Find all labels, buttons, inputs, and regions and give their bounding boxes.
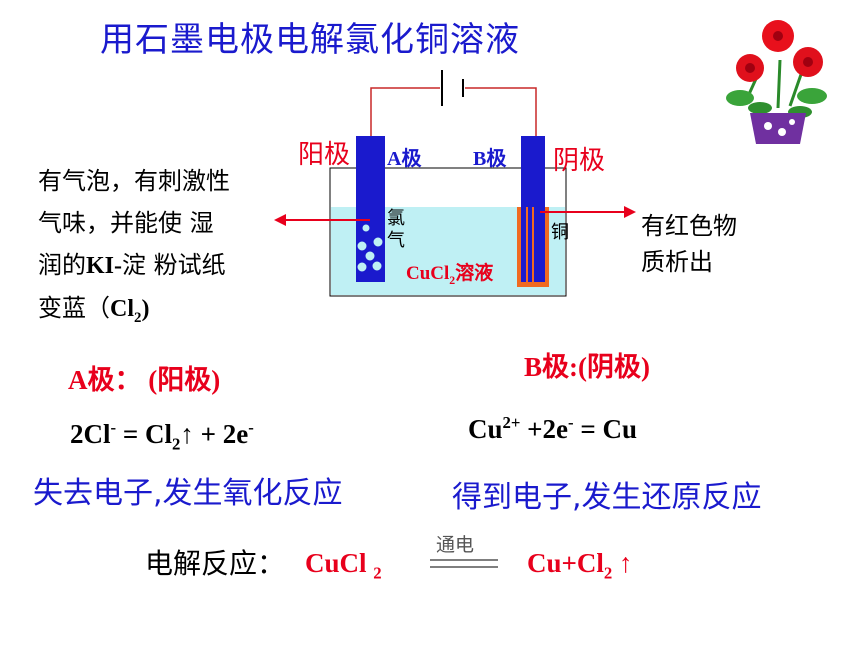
overall-reaction-label: 电解反应： [145, 547, 286, 580]
anode-observation: 有气泡，有刺激性 气味，并能使 湿 润的KI-淀 粉试纸 变蓝（Cl2) [38, 160, 283, 339]
anode-equation: 2Cl- = Cl2↑ + 2e- [70, 418, 254, 454]
electrode-a-label: A极 [387, 148, 422, 170]
flower-pot-icon [726, 20, 827, 144]
equals-sign [430, 559, 498, 568]
anode-description: 失去电子,发生氧化反应 [33, 476, 343, 511]
cathode-wire [465, 87, 537, 136]
cathode-observation-line2: 质析出 [641, 248, 713, 276]
electrode-b-label: B极 [473, 148, 507, 170]
anode-observation-line4: 变蓝（Cl2) [38, 294, 150, 326]
beaker [329, 167, 567, 297]
anode-observation-line1: 有气泡，有刺激性 [38, 167, 230, 195]
anode-wire [370, 87, 440, 136]
anode-label: 阳极 [298, 140, 351, 170]
cathode-heading: B极:(阴极) [524, 352, 650, 382]
overall-reactant: CuCl 2 [305, 548, 382, 583]
chlorine-bubbles [356, 223, 384, 273]
cathode-observation: 有红色物 质析出 [641, 208, 771, 280]
anode-heading: A极： (阳极) [68, 365, 221, 395]
electrolysis-apparatus [329, 70, 567, 297]
cathode-label: 阴极 [553, 146, 606, 176]
solution-label: CuCl2溶液 [406, 263, 494, 287]
anode-observation-line3: 润的KI-淀 粉试纸 [38, 251, 226, 279]
reaction-condition: 通电 [436, 534, 475, 556]
cathode-description: 得到电子,发生还原反应 [452, 480, 762, 515]
overall-product: Cu+Cl2 ↑ [527, 548, 633, 583]
anode-observation-line2: 气味，并能使 湿 [38, 209, 214, 237]
cathode-equation: Cu2+ +2e- = Cu [468, 413, 638, 444]
page-title: 用石墨电极电解氯化铜溶液 [100, 20, 520, 60]
left-arrow-icon [274, 214, 370, 226]
copper-label: 铜 [551, 222, 569, 243]
right-arrow-icon [540, 206, 636, 218]
chlorine-gas-label: 氯气 [387, 208, 405, 251]
cathode-observation-line1: 有红色物 [641, 212, 737, 240]
